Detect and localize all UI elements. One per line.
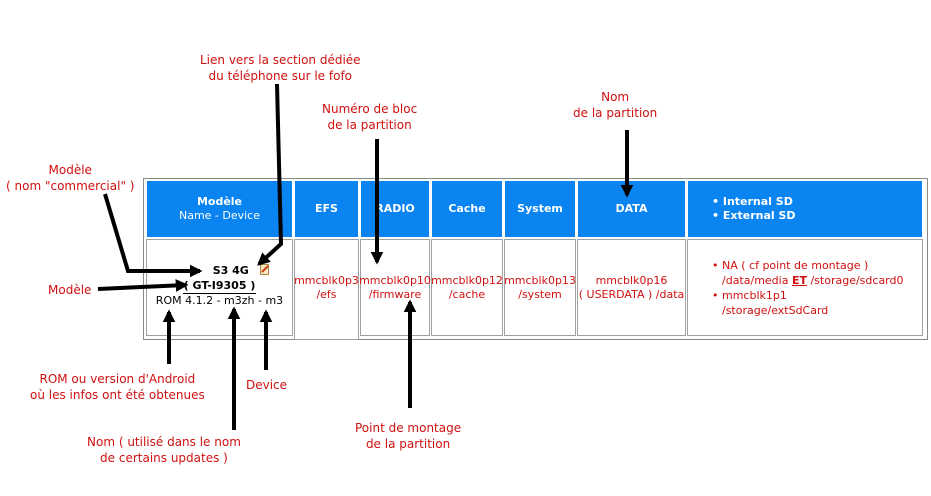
annotation-modele-commercial: Modèle ( nom "commercial" ) [6,162,134,194]
annotation-line: de certains updates ) [100,451,228,465]
header-system-label: System [517,202,563,215]
cell-efs: mmcblk0p3 /efs [294,239,359,340]
arrow-modele-commercial [103,193,203,278]
header-radio: RADIO [361,181,429,237]
annotation-line: de la partition [365,437,451,451]
header-efs: EFS [295,181,358,237]
arrow-lien [257,83,284,266]
annotation-line: de la partition [573,106,658,120]
model-name-line: S3 4G [212,263,271,279]
model-rom: ROM 4.1.2 - m3zh - m3 [155,293,284,307]
annotation-bloc: Numéro de bloc de la partition [322,101,417,133]
model-code: ( GT-I9305 ) [182,278,257,294]
annotation-line: ROM ou version d'Android [39,372,196,386]
data-mount: ( USERDATA ) /data [578,287,685,301]
header-sd-list: • Internal SD • External SD [688,195,796,223]
sd-internal-et: ET [791,273,807,287]
sd-internal-path1: /data/media [722,273,792,287]
cache-mount: /cache [448,287,486,301]
model-name: S3 4G [212,263,249,277]
annotation-lien: Lien vers la section dédiée du téléphone… [200,52,361,84]
header-model-sub: Name - Device [178,209,261,222]
cell-cache: mmcblk0p12 /cache [431,239,503,336]
annotation-line: Nom ( utilisé dans le nom [87,435,241,449]
annotation-nom-updates: Nom ( utilisé dans le nom de certains up… [87,434,241,466]
sd-internal-path2: /storage/sdcard0 [806,273,904,287]
annotation-line: où les infos ont été obtenues [30,388,205,402]
header-model-title: Modèle [196,195,243,208]
cell-system: mmcblk0p13 /system [504,239,576,336]
arrow-modele [97,279,189,292]
sd-external-line1: • mmcblk1p1 [712,288,787,302]
annotation-rom: ROM ou version d'Android où les infos on… [30,371,205,403]
cell-data: mmcblk0p16 ( USERDATA ) /data [577,239,686,336]
annotation-device: Device [246,377,287,393]
header-sd: • Internal SD • External SD [688,181,922,237]
annotation-line: de la partition [327,118,412,132]
radio-block: mmcblk0p10 [359,273,431,287]
annotation-line: ( nom "commercial" ) [6,179,135,193]
header-model: Modèle Name - Device [147,181,292,237]
annotation-line: Modèle [48,283,92,297]
header-system: System [505,181,575,237]
sd-internal-line1: • NA ( cf point de montage ) [712,258,869,272]
annotation-line: Lien vers la section dédiée [200,53,361,67]
system-mount: /system [518,287,562,301]
annotation-line: Nom [601,90,630,104]
annotation-line: Modèle [48,163,92,177]
annotation-nom-partition: Nom de la partition [573,89,657,121]
system-block: mmcblk0p13 [504,273,576,287]
annotation-point-montage: Point de montage de la partition [355,420,461,452]
annotation-line: du téléphone sur le fofo [208,69,353,83]
cell-sd: • NA ( cf point de montage ) /data/media… [687,239,923,336]
annotation-line: Point de montage [355,421,462,435]
header-sd-internal: • Internal SD [712,195,793,208]
efs-mount: /efs [316,287,337,301]
cache-block: mmcblk0p12 [431,273,503,287]
header-data-label: DATA [615,202,648,215]
annotation-line: Numéro de bloc [322,102,418,116]
sd-internal-line2: /data/media ET /storage/sdcard0 [712,273,904,288]
sd-list: • NA ( cf point de montage ) /data/media… [688,258,904,318]
radio-mount: /firmware [368,287,422,301]
annotation-line: Device [246,378,288,392]
header-radio-label: RADIO [375,202,415,215]
sd-external-line2: /storage/extSdCard [722,303,829,317]
header-efs-label: EFS [315,202,338,215]
header-sd-external: • External SD [712,209,796,222]
annotation-modele: Modèle [48,282,91,298]
data-block: mmcblk0p16 [595,273,668,287]
header-cache-label: Cache [448,202,486,215]
efs-block: mmcblk0p3 [294,273,359,287]
header-cache: Cache [432,181,502,237]
